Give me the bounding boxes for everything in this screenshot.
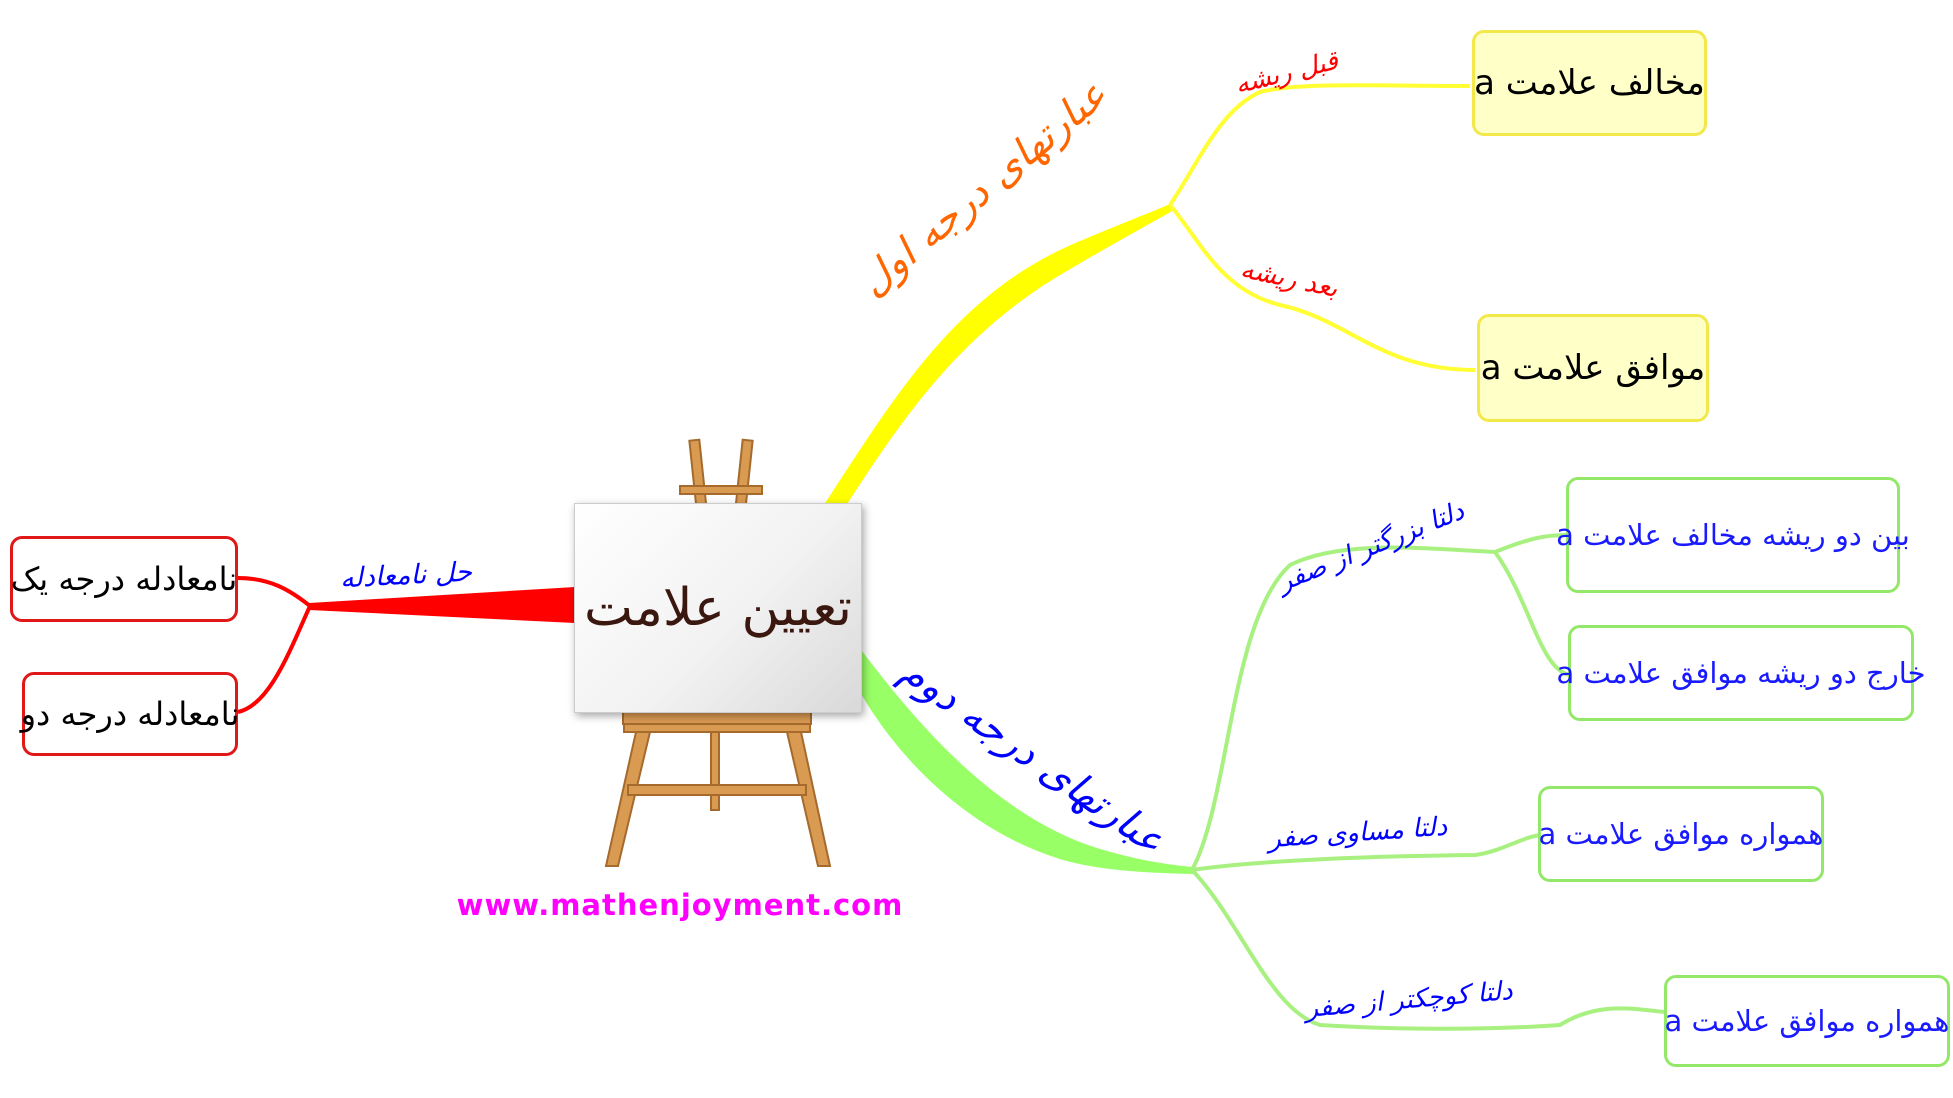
central-topic-board[interactable]: تعیین علامت [574, 503, 862, 713]
edge-delta-positive-inside [1494, 533, 1569, 554]
box-second-degree-inequality[interactable]: نامعادله درجه دو [21, 672, 239, 756]
edge-delta-zero [1191, 833, 1541, 872]
edge-delta-negative [1190, 868, 1666, 1031]
box-opposite-sign-a[interactable]: مخالف علامت a [1472, 30, 1707, 136]
branch-second-degree [859, 647, 1193, 875]
box-first-degree-inequality[interactable]: نامعادله درجه یک [10, 536, 238, 622]
edge-second-degree-inequality [237, 605, 312, 714]
website-link[interactable]: www.mathenjoyment.com [456, 888, 904, 922]
box-outside-roots[interactable]: خارج دو ریشه موافق علامت a [1556, 625, 1926, 721]
edge-delta-positive [1190, 545, 1496, 871]
central-topic-title: تعیین علامت [583, 578, 853, 638]
edge-before-root [1168, 83, 1471, 207]
edge-first-degree-inequality [237, 576, 312, 608]
box-delta-negative-result[interactable]: همواره موافق علامت a [1664, 975, 1950, 1067]
box-between-roots[interactable]: بین دو ریشه مخالف علامت a [1556, 477, 1910, 593]
box-same-sign-a[interactable]: موافق علامت a [1477, 314, 1709, 422]
edge-delta-positive-outside [1493, 550, 1571, 677]
box-delta-zero-result[interactable]: همواره موافق علامت a [1538, 786, 1824, 882]
edge-after-root [1168, 203, 1476, 372]
